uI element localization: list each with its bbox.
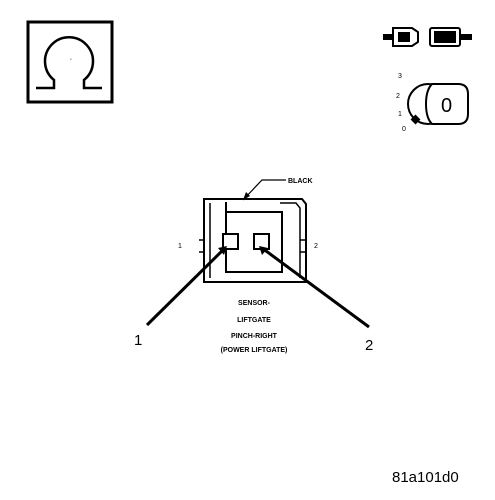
connector-name: SENSOR- LIFTGATE PINCH-RIGHT (POWER LIFT…: [221, 300, 288, 354]
pin-1-cavity: [222, 233, 239, 250]
ohm-symbol-text: Ω: [70, 59, 72, 61]
ignition-key-off-icon: 3 2 1 0 0: [396, 73, 469, 133]
connector-name-line-4: (POWER LIFTGATE): [221, 347, 288, 354]
figure-id: 81a101d0: [392, 469, 459, 486]
ignition-key-label: 0: [441, 95, 452, 117]
callout-2-line: [261, 246, 370, 329]
connector-name-line-2: LIFTGATE: [237, 317, 271, 324]
ignition-position-2: 2: [396, 93, 400, 100]
ignition-position-1: 1: [398, 111, 402, 118]
color-leader-line: [242, 179, 286, 201]
callout-2-label: 2: [365, 337, 373, 354]
ignition-position-0: 0: [402, 126, 406, 133]
callout-1-label: 1: [134, 332, 142, 349]
connector-name-line-1: SENSOR-: [238, 300, 271, 307]
callout-1-line: [145, 246, 227, 327]
connector-name-line-3: PINCH-RIGHT: [231, 333, 278, 340]
pin-2-label: 2: [314, 243, 318, 250]
connector-color-label: BLACK: [288, 178, 313, 185]
ohmmeter-icon: Ω: [26, 20, 114, 104]
connector-disconnected-icon: [383, 27, 472, 47]
pin-1-label: 1: [178, 243, 182, 250]
ignition-position-3: 3: [398, 73, 402, 80]
